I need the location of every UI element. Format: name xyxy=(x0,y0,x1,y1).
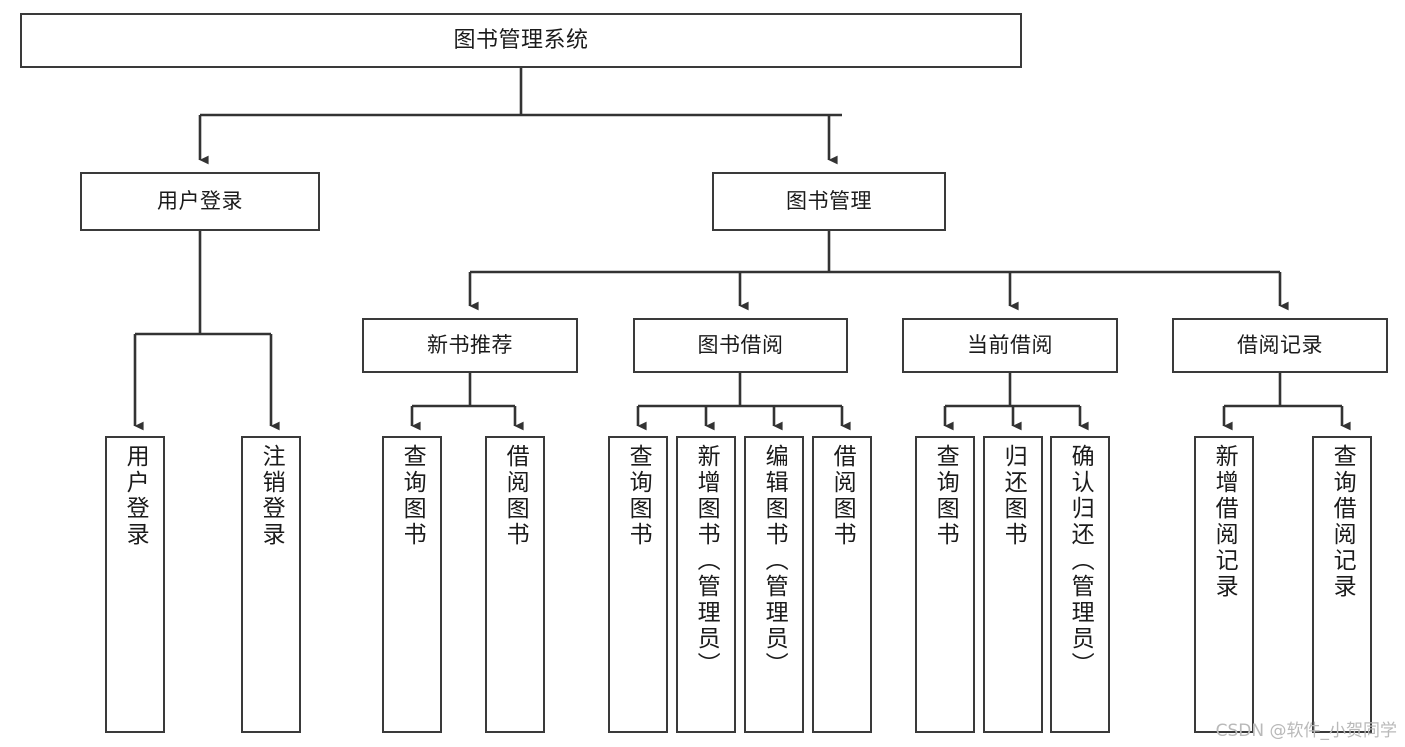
node-label: 图书管理 xyxy=(786,189,872,214)
leaf-borrow-query-book[interactable]: 查询图书 xyxy=(608,436,668,733)
node-user-login[interactable]: 用户登录 xyxy=(80,172,320,231)
leaf-current-query-book[interactable]: 查询图书 xyxy=(915,436,975,733)
node-label: 查询图书 xyxy=(932,444,959,548)
leaf-record-add-record[interactable]: 新增借阅记录 xyxy=(1194,436,1254,733)
leaf-recommend-query-book[interactable]: 查询图书 xyxy=(382,436,442,733)
node-label: 借阅记录 xyxy=(1237,333,1323,358)
node-label: 借阅图书 xyxy=(502,444,529,548)
node-label: 图书管理系统 xyxy=(453,27,589,53)
node-book-borrow[interactable]: 图书借阅 xyxy=(633,318,848,373)
node-label: 查询借阅记录 xyxy=(1329,444,1356,600)
leaf-recommend-borrow-book[interactable]: 借阅图书 xyxy=(485,436,545,733)
leaf-borrow-edit-book-admin[interactable]: 编辑图书（管理员） xyxy=(744,436,804,733)
node-label: 新增借阅记录 xyxy=(1211,444,1238,600)
node-label: 新书推荐 xyxy=(427,333,513,358)
leaf-current-confirm-return-admin[interactable]: 确认归还（管理员） xyxy=(1050,436,1110,733)
node-label: 图书借阅 xyxy=(697,333,784,358)
leaf-user-login-signin[interactable]: 用户登录 xyxy=(105,436,165,733)
node-label: 借阅图书 xyxy=(829,444,856,548)
node-label: 确认归还（管理员） xyxy=(1067,444,1094,678)
leaf-borrow-borrow-book[interactable]: 借阅图书 xyxy=(812,436,872,733)
node-label: 注销登录 xyxy=(258,444,285,548)
node-current-borrow[interactable]: 当前借阅 xyxy=(902,318,1118,373)
node-new-book-recommend[interactable]: 新书推荐 xyxy=(362,318,578,373)
leaf-current-return-book[interactable]: 归还图书 xyxy=(983,436,1043,733)
node-label: 归还图书 xyxy=(1000,444,1027,548)
leaf-user-login-signout[interactable]: 注销登录 xyxy=(241,436,301,733)
leaf-borrow-add-book-admin[interactable]: 新增图书（管理员） xyxy=(676,436,736,733)
node-borrow-record[interactable]: 借阅记录 xyxy=(1172,318,1388,373)
node-book-management[interactable]: 图书管理 xyxy=(712,172,946,231)
node-label: 用户登录 xyxy=(122,444,149,548)
node-label: 当前借阅 xyxy=(967,333,1053,358)
node-root-system[interactable]: 图书管理系统 xyxy=(20,13,1022,68)
node-label: 查询图书 xyxy=(399,444,426,548)
node-label: 编辑图书（管理员） xyxy=(761,444,788,678)
node-label: 查询图书 xyxy=(625,444,652,548)
node-label: 用户登录 xyxy=(157,189,243,214)
node-label: 新增图书（管理员） xyxy=(693,444,720,678)
leaf-record-query-record[interactable]: 查询借阅记录 xyxy=(1312,436,1372,733)
watermark-text: CSDN @软件_小贺同学 xyxy=(1215,721,1397,741)
